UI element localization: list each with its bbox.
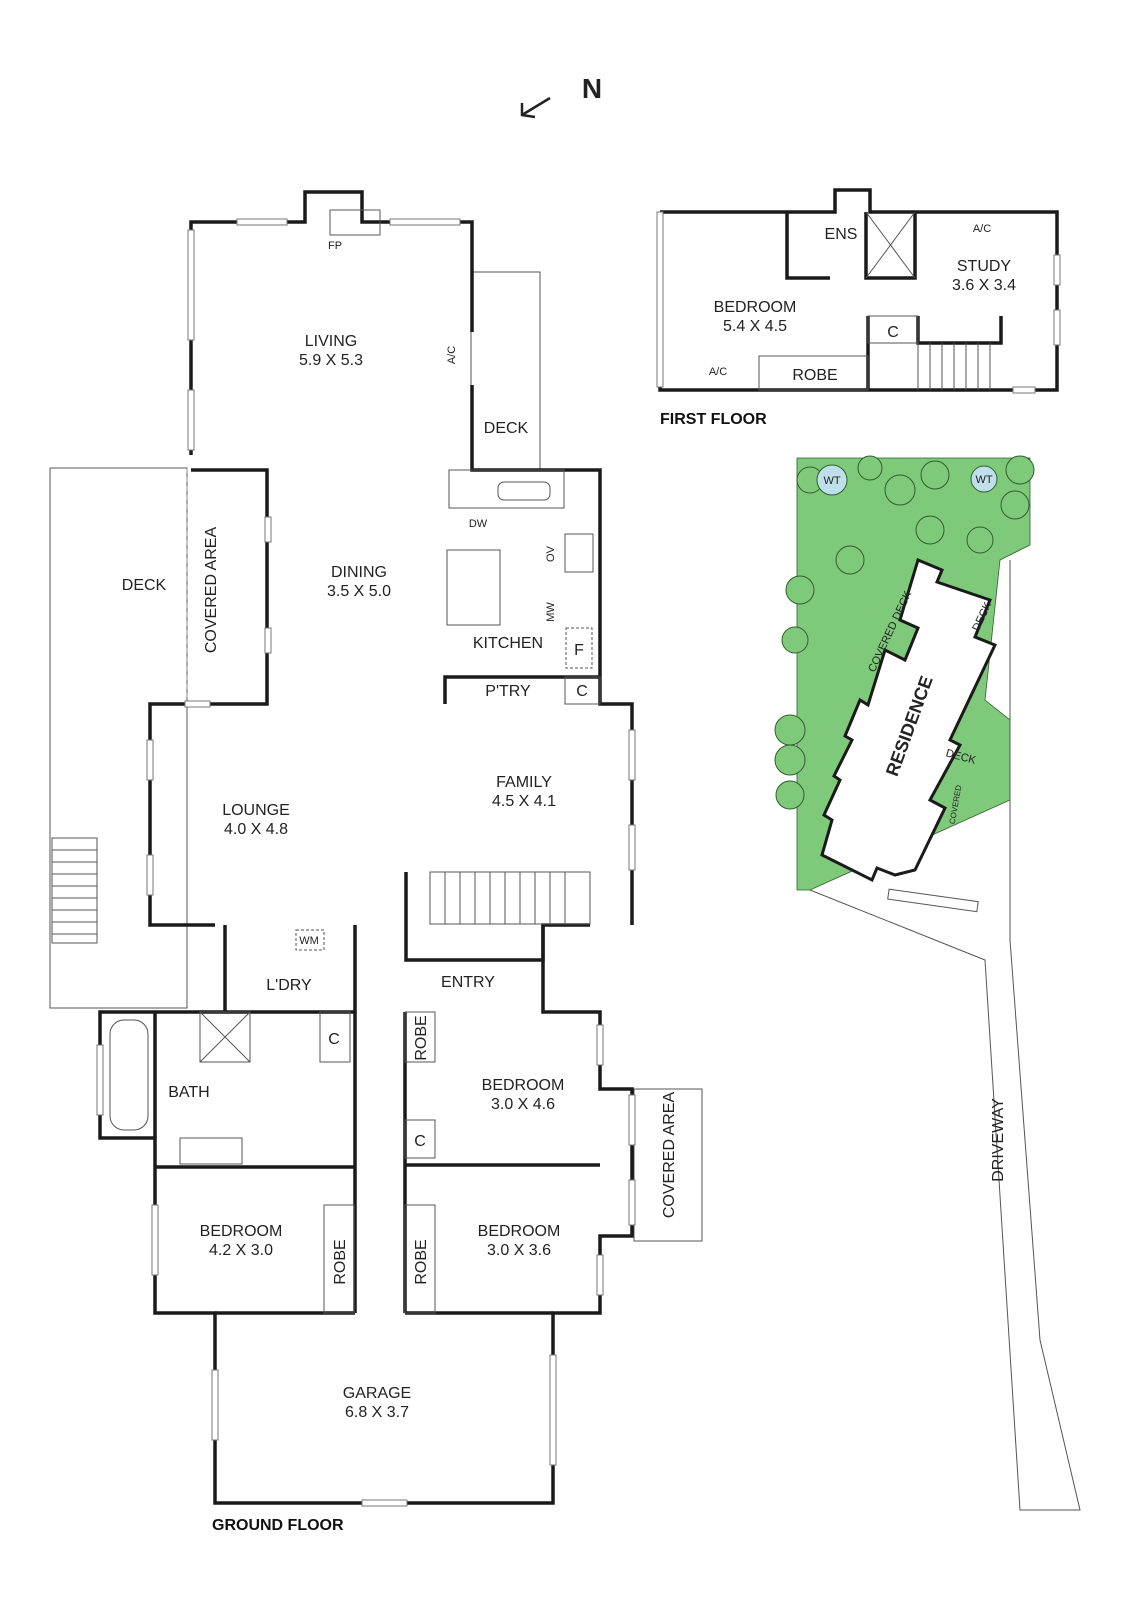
driveway-label: DRIVEWAY: [990, 1098, 1007, 1182]
robe-label: ROBE: [413, 1239, 430, 1284]
cupboard-label: C: [576, 683, 588, 700]
room-size: 5.4 X 4.5: [723, 318, 787, 335]
kitchen-label: KITCHEN: [473, 635, 543, 652]
robe-label: ROBE: [332, 1239, 349, 1284]
microwave-label: MW: [545, 602, 557, 622]
room-name: BEDROOM: [714, 299, 797, 316]
fridge-label: F: [574, 642, 584, 659]
oven-label: OV: [545, 545, 557, 562]
main-stairs: [429, 871, 591, 925]
room-size: 4.2 X 3.0: [209, 1242, 273, 1259]
bath-label: BATH: [168, 1084, 209, 1101]
room-name: LOUNGE: [222, 802, 290, 819]
deck-stairs: [51, 837, 98, 944]
entry-label: ENTRY: [441, 974, 495, 991]
room-size: 3.0 X 4.6: [491, 1096, 555, 1113]
room-size: 3.5 X 5.0: [327, 583, 391, 600]
room-size: 3.6 X 3.4: [952, 277, 1016, 294]
cupboard-label: C: [328, 1031, 340, 1048]
water-tank-label: WT: [975, 474, 992, 486]
ground-floor-title: GROUND FLOOR: [212, 1517, 344, 1534]
cupboard-label: C: [414, 1133, 426, 1150]
ac-label: A/C: [973, 223, 991, 235]
first-floor-title: FIRST FLOOR: [660, 411, 767, 428]
ensuite-label: ENS: [825, 226, 858, 243]
first-floor-plan: [656, 188, 1061, 394]
room-size: 5.9 X 5.3: [299, 352, 363, 369]
washing-machine-label: WM: [299, 935, 319, 947]
cupboard-label: C: [887, 324, 899, 341]
north-arrow-icon: [520, 96, 551, 119]
room-size: 3.0 X 3.6: [487, 1242, 551, 1259]
residence-footprint: [820, 557, 998, 883]
fireplace-label: FP: [328, 240, 342, 252]
ac-label: A/C: [446, 346, 458, 364]
room-name: FAMILY: [496, 774, 552, 791]
room-name: GARAGE: [343, 1385, 411, 1402]
room-size: 4.0 X 4.8: [224, 821, 288, 838]
deck-label: DECK: [122, 577, 167, 594]
room-size: 4.5 X 4.1: [492, 793, 556, 810]
covered-area-label: COVERED AREA: [203, 527, 220, 654]
room-name: LIVING: [305, 333, 357, 350]
room-name: BEDROOM: [478, 1223, 561, 1240]
covered-area-label: COVERED AREA: [661, 1092, 678, 1219]
ground-floor-plan: [49, 190, 703, 1507]
room-size: 6.8 X 3.7: [345, 1404, 409, 1421]
room-name: BEDROOM: [200, 1223, 283, 1240]
ac-label: A/C: [709, 366, 727, 378]
room-name: DINING: [331, 564, 387, 581]
north-label: N: [582, 73, 602, 104]
dishwasher-label: DW: [469, 518, 488, 530]
laundry-label: L'DRY: [266, 977, 312, 994]
tree-icons: [774, 455, 1035, 810]
room-name: BEDROOM: [482, 1077, 565, 1094]
deck-label: DECK: [484, 420, 529, 437]
room-name: STUDY: [957, 258, 1012, 275]
site-plan: [774, 455, 1081, 1511]
water-tank-label: WT: [823, 475, 840, 487]
pantry-label: P'TRY: [485, 683, 531, 700]
robe-label: ROBE: [413, 1015, 430, 1060]
robe-label: ROBE: [792, 367, 837, 384]
